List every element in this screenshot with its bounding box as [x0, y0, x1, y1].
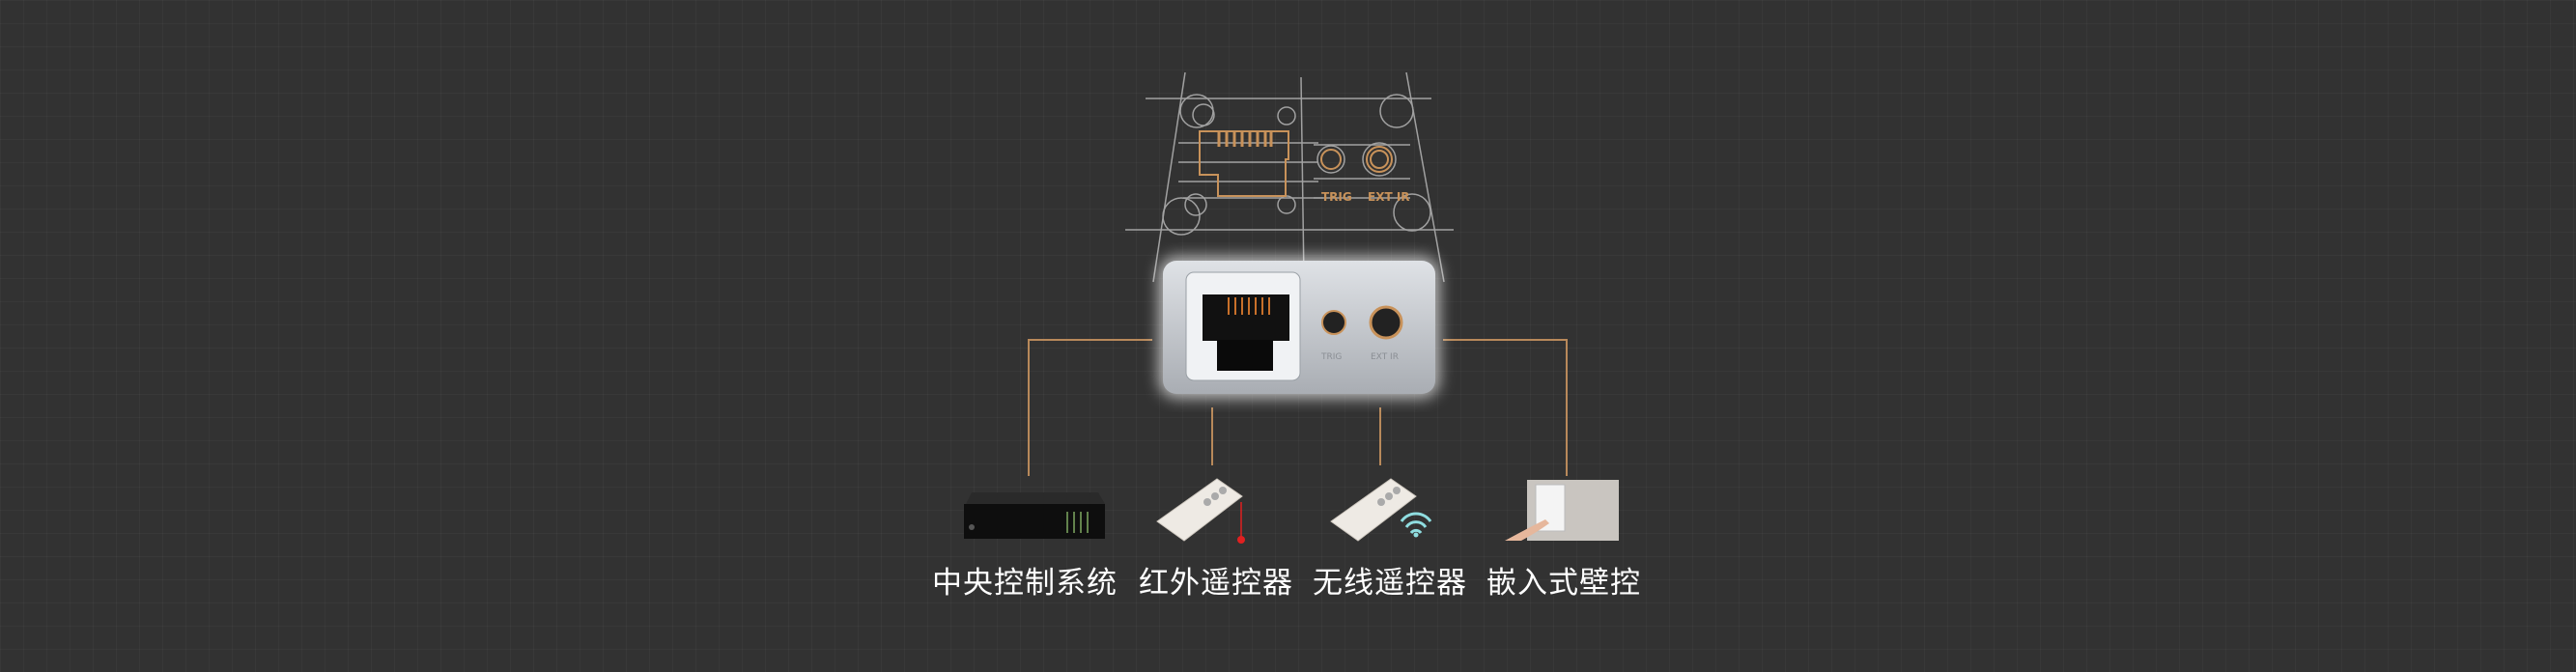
extir-jack-icon [1369, 305, 1403, 340]
wall-switch-icon [1505, 480, 1619, 541]
wifi-icon [1400, 512, 1432, 535]
socket-panel [1159, 257, 1439, 398]
trig-jack-icon [1321, 310, 1346, 335]
panel-extir-label: EXT IR [1371, 352, 1399, 362]
device-label-wireless-remote: 无线遥控器 [1313, 566, 1467, 601]
control-box-icon [964, 492, 1105, 539]
blueprint-extir-label: EXT IR [1368, 190, 1410, 204]
device-label-wall-switch: 嵌入式壁控 [1486, 566, 1641, 601]
wireless-remote-icon [1330, 478, 1432, 542]
blueprint-trig-label: TRIG [1321, 190, 1352, 204]
device-label-ir-remote: 红外遥控器 [1139, 566, 1293, 601]
rj45-port-icon [1203, 294, 1289, 371]
ir-remote-icon [1156, 478, 1245, 544]
device-label-central-control: 中央控制系统 [932, 566, 1118, 601]
panel-trig-label: TRIG [1320, 352, 1342, 362]
connector-lines [1028, 339, 1568, 476]
blueprint-sketch [1125, 71, 1454, 283]
blueprint-rj45-outline [1199, 130, 1393, 197]
